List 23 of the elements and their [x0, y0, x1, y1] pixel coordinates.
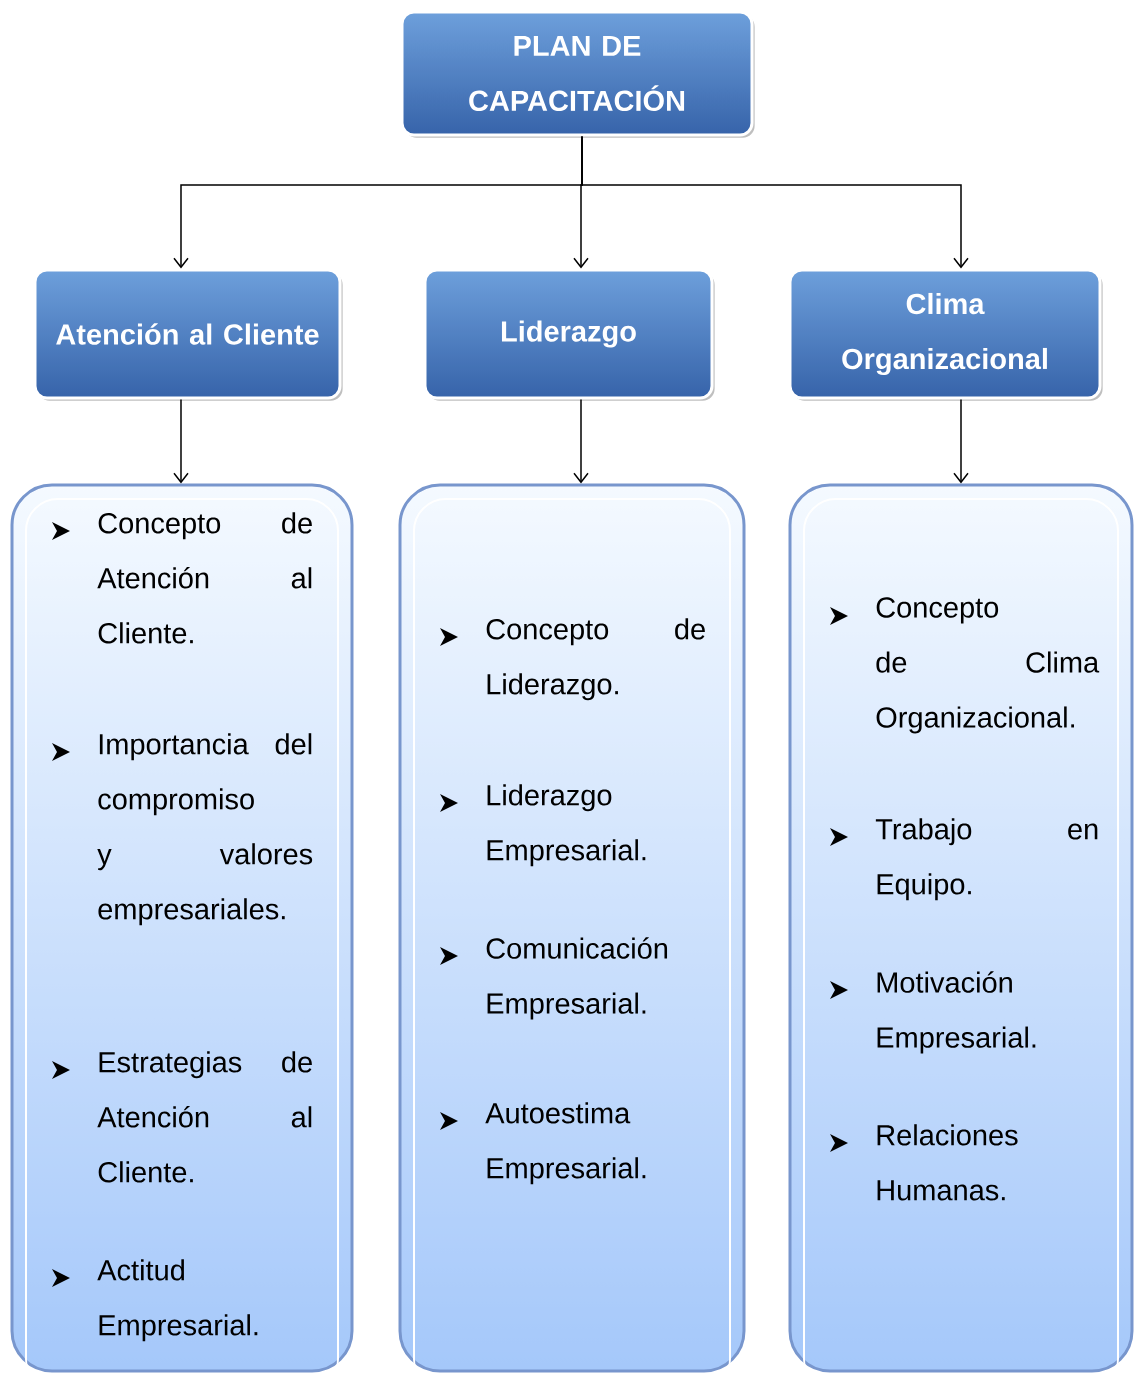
list-item: Concepto de Liderazgo.: [486, 618, 705, 701]
list-item: Estrategias de Atención al Cliente.: [97, 1051, 312, 1183]
list-item: Concepto de Atención al Cliente.: [97, 512, 312, 644]
title-box: Liderazgo: [423, 268, 715, 401]
list-item: Concepto de Clima Organizacional.: [876, 597, 1100, 734]
list-item: Comunicación Empresarial.: [486, 937, 668, 1020]
arrow: [573, 398, 589, 484]
topic-panel: [10, 483, 354, 1373]
list-item: Trabajo en Equipo.: [875, 818, 1098, 901]
list-item: Actitud Empresarial.: [97, 1259, 258, 1342]
title-box: Atención al Cliente: [33, 268, 343, 401]
arrow: [953, 398, 969, 484]
list-item: Motivación Empresarial.: [877, 971, 1036, 1054]
list-item: Relaciones Humanas.: [877, 1124, 1018, 1201]
topic-panel: [788, 483, 1134, 1373]
topic-panel: [398, 483, 746, 1373]
arrow: [173, 398, 189, 484]
list-item: Autoestima Empresarial.: [485, 1102, 646, 1185]
arrow: [581, 135, 969, 269]
list-item: Importancia del compromiso y valores empresariales.: [97, 733, 313, 926]
title-box: Clima Organizacional: [788, 268, 1103, 401]
list-item: Liderazgo Empresarial.: [487, 784, 646, 867]
title-box: PLAN DE CAPACITACIÓN: [400, 10, 755, 138]
